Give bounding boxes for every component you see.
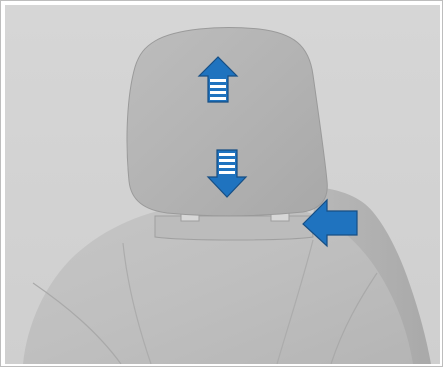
headrest-illustration <box>5 5 440 364</box>
headrest-svg <box>5 5 440 364</box>
